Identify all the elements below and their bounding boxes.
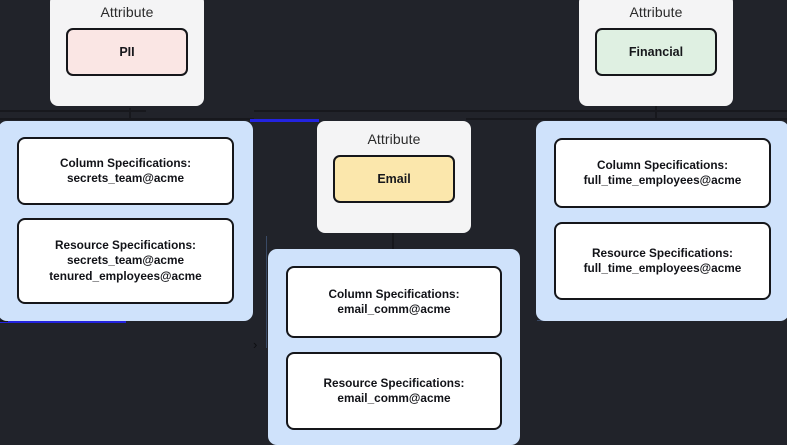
spec-card-value: tenured_employees@acme: [49, 268, 202, 283]
edge-top-bus-right: [254, 110, 787, 112]
spec-card-heading: Resource Specifications:: [55, 238, 196, 253]
spec-group-financial[interactable]: Column Specifications: full_time_employe…: [536, 121, 787, 321]
attribute-group-financial[interactable]: Attribute Financial: [579, 0, 733, 106]
spec-card-heading: Column Specifications:: [59, 155, 192, 170]
attribute-group-email[interactable]: Attribute Email: [317, 121, 471, 233]
edge-selected-under-pii-group[interactable]: [0, 320, 126, 323]
edge-pii-bus: [0, 118, 254, 120]
spec-card-value: email_comm@acme: [337, 302, 451, 316]
spec-card-value: full_time_employees@acme: [583, 173, 742, 187]
spec-card-column-specifications[interactable]: Column Specifications: full_time_employe…: [554, 138, 771, 208]
spec-card-column-specifications[interactable]: Column Specifications: secrets_team@acme: [17, 137, 234, 205]
spec-card-heading: Column Specifications:: [596, 157, 729, 172]
edge-left-tail: [0, 320, 8, 322]
edge-email-down: [392, 228, 394, 250]
spec-card-value: secrets_team@acme: [66, 171, 185, 185]
edge-financial-down: [655, 106, 657, 120]
attribute-group-title: Attribute: [367, 131, 421, 147]
spec-card-heading: Resource Specifications:: [592, 245, 733, 260]
edge-pii-down: [129, 108, 131, 120]
edge-arrowhead-icon: ›: [253, 337, 258, 352]
attribute-group-pii[interactable]: Attribute PII: [50, 0, 204, 106]
spec-card-resource-specifications[interactable]: Resource Specifications: secrets_team@ac…: [17, 218, 234, 304]
spec-card-heading: Resource Specifications:: [323, 375, 465, 390]
edge-bus-lower-right: [466, 118, 787, 120]
edge-pii-stub-top: [0, 110, 146, 112]
spec-card-value: email_comm@acme: [337, 391, 451, 405]
attribute-group-title: Attribute: [629, 4, 683, 20]
edge-email-group-left-rail: [266, 236, 267, 348]
attribute-chip-email[interactable]: Email: [333, 155, 455, 203]
spec-card-resource-specifications[interactable]: Resource Specifications: full_time_emplo…: [554, 222, 771, 300]
spec-card-value: secrets_team@acme: [66, 253, 185, 268]
attribute-chip-pii[interactable]: PII: [66, 28, 188, 76]
attribute-group-title: Attribute: [100, 4, 154, 20]
spec-group-email[interactable]: Column Specifications: email_comm@acme R…: [268, 249, 520, 445]
spec-group-pii[interactable]: Column Specifications: secrets_team@acme…: [0, 121, 253, 321]
spec-card-resource-specifications[interactable]: Resource Specifications: email_comm@acme: [286, 352, 502, 430]
spec-card-column-specifications[interactable]: Column Specifications: email_comm@acme: [286, 266, 502, 338]
attribute-chip-financial[interactable]: Financial: [595, 28, 717, 76]
spec-card-heading: Column Specifications:: [328, 286, 460, 301]
edge-selected-to-email-group[interactable]: [250, 119, 319, 122]
spec-card-value: full_time_employees@acme: [583, 261, 742, 275]
